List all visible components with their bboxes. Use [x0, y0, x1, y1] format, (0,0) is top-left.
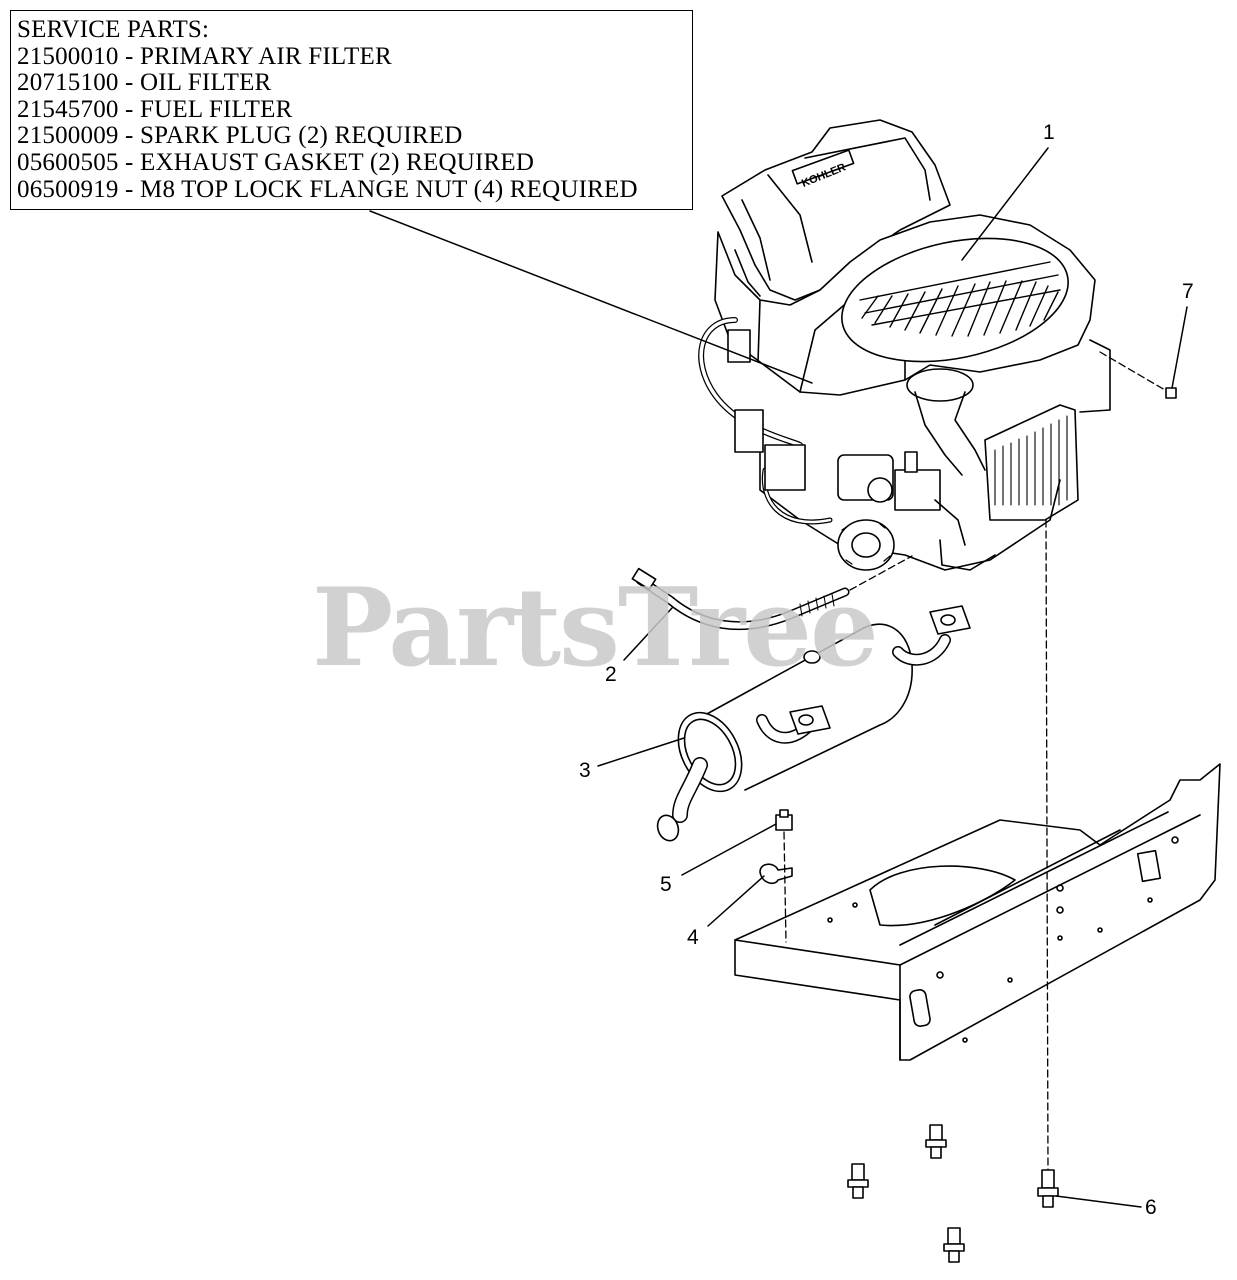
assembly-lines [783, 351, 1166, 1171]
flange-nut [1165, 387, 1177, 399]
callout-2: 2 [605, 663, 617, 686]
muffler [656, 605, 971, 842]
bolts [847, 1124, 1059, 1263]
frame [734, 763, 1221, 1061]
callout-4: 4 [687, 926, 699, 949]
callout-1: 1 [1043, 121, 1055, 144]
engine: KOHLER [698, 119, 1111, 571]
callout-5: 5 [660, 873, 672, 896]
watermark-text: PartsTree [312, 565, 879, 691]
clamp-and-screw [759, 809, 793, 885]
service-part-line: 21500009 - SPARK PLUG (2) REQUIRED [17, 122, 463, 150]
callout-7: 7 [1182, 280, 1194, 303]
callout-3: 3 [579, 759, 591, 782]
leader-lines [369, 147, 1188, 1208]
service-part-line: 05600505 - EXHAUST GASKET (2) REQUIRED [17, 148, 535, 176]
fuel-line [631, 567, 850, 631]
service-part-line: 06500919 - M8 TOP LOCK FLANGE NUT (4) RE… [17, 175, 638, 203]
service-part-line: 21545700 - FUEL FILTER [17, 95, 293, 123]
service-parts-heading: SERVICE PARTS: [17, 16, 210, 43]
service-part-line: 21500010 - PRIMARY AIR FILTER [17, 42, 392, 70]
service-part-line: 20715100 - OIL FILTER [17, 69, 272, 97]
service-parts-box: SERVICE PARTS: 21500010 - PRIMARY AIR FI… [10, 10, 693, 210]
callout-6: 6 [1145, 1196, 1157, 1219]
